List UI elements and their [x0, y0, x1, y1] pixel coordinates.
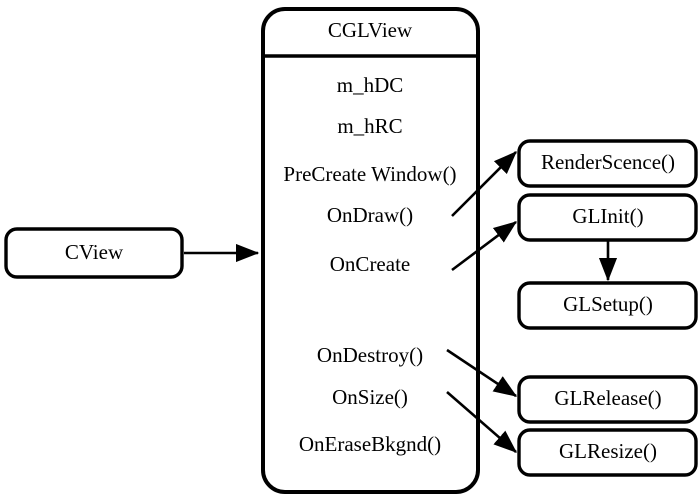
glinit-box	[517, 193, 698, 242]
node-renderscence[interactable]: RenderScence()	[517, 139, 698, 188]
glrelease-box	[517, 375, 698, 424]
node-cview[interactable]: CView	[4, 227, 184, 279]
cglview-member-onerasebkgnd: OnEraseBkgnd()	[299, 432, 441, 456]
node-glinit[interactable]: GLInit()	[517, 193, 698, 242]
cglview-class-name: CGLView	[328, 18, 413, 42]
cview-label: CView	[65, 240, 124, 264]
cglview-member-precreate-window: PreCreate Window()	[283, 162, 456, 186]
connector-onsize-to-glresize	[446, 391, 517, 453]
glsetup-label: GLSetup()	[563, 292, 653, 316]
node-glrelease[interactable]: GLRelease()	[517, 375, 698, 424]
node-glsetup[interactable]: GLSetup()	[517, 281, 698, 330]
glresize-label: GLResize()	[559, 439, 657, 463]
cglview-member-m_hDC: m_hDC	[337, 73, 404, 97]
cglview-member-oncreate: OnCreate	[330, 252, 410, 276]
cglview-member-ondraw: OnDraw()	[327, 203, 413, 227]
cglview-member-onsize: OnSize()	[332, 385, 408, 409]
cglview-member-m_hRC: m_hRC	[337, 114, 402, 138]
connector-oncreate-to-glinit	[451, 220, 518, 272]
glrelease-label: GLRelease()	[554, 386, 661, 410]
renderscence-label: RenderScence()	[541, 150, 675, 174]
cview-box	[4, 227, 184, 279]
node-cglview[interactable]: CGLView m_hDC m_hRC PreCreate Window() O…	[261, 7, 480, 494]
glresize-box	[517, 428, 698, 477]
glinit-label: GLInit()	[572, 204, 643, 228]
connector-ondraw-to-renderscence	[451, 151, 517, 217]
connector-ondestroy-to-glrelease	[446, 348, 518, 398]
glsetup-box	[517, 281, 698, 330]
node-glresize[interactable]: GLResize()	[517, 428, 698, 477]
cglview-member-ondestroy: OnDestroy()	[317, 343, 423, 367]
renderscence-box	[517, 139, 698, 188]
